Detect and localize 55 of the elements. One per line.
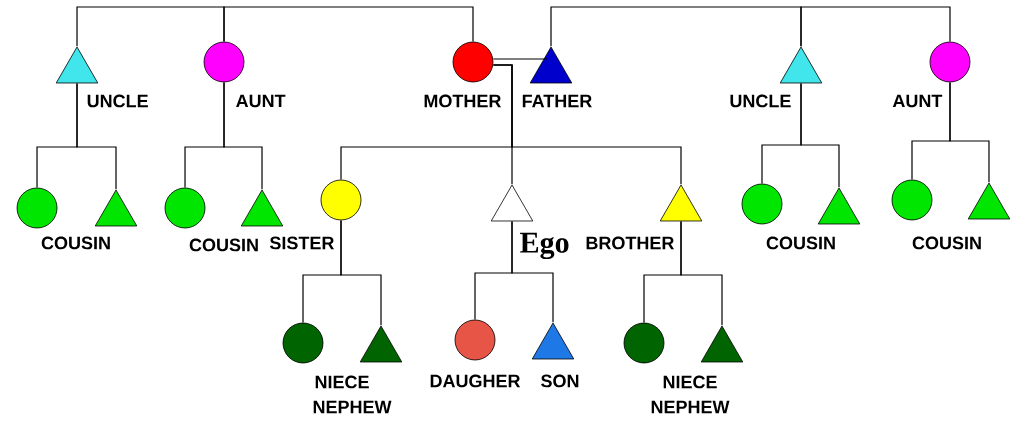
triangle-symbol [359,325,403,363]
triangle-symbol [490,184,534,222]
triangle-symbol [700,325,744,363]
triangle-symbol [779,46,823,84]
kinship-line [76,6,225,47]
triangle-symbol [531,322,575,360]
circle-symbol [454,319,496,361]
circle-symbol [929,41,971,83]
relative-label: MOTHER [424,94,502,108]
relative-label: SON [541,374,579,388]
relative-label: SISTER [269,236,335,250]
circle-symbol [164,187,206,229]
triangle-symbol [659,184,703,222]
circle-symbol [623,322,665,364]
ego-label: Ego [520,232,569,260]
relative-label: COUSIN [766,236,835,250]
kinship-line [550,6,802,47]
kinship-line [800,6,951,47]
relative-label: COUSIN [41,236,110,250]
relative-label: NEPHEW [651,400,730,414]
kinship-line [492,58,548,60]
relative-label: DAUGHER [430,374,521,388]
relative-label: AUNT [236,94,286,108]
kinship-line [223,81,263,190]
circle-symbol [282,322,324,364]
relative-label: UNCLE [87,94,148,108]
circle-symbol [741,183,783,225]
kinship-line [340,219,382,326]
relative-label: BROTHER [586,236,675,250]
kinship-line [223,6,474,43]
kinship-line [680,220,723,326]
kinship-line [511,220,554,323]
relative-label: NIECE [315,375,369,389]
relative-label: NEPHEW [313,400,392,414]
relative-label: AUNT [892,94,943,108]
circle-symbol [891,179,933,221]
relative-label: COUSIN [912,236,981,250]
kinship-line [492,64,682,185]
relative-label: UNCLE [730,94,791,108]
triangle-symbol [967,182,1011,220]
triangle-symbol [817,187,861,225]
relative-label: FATHER [522,94,592,108]
triangle-symbol [55,46,99,84]
triangle-symbol [240,189,284,227]
relative-label: COUSIN [189,238,258,252]
circle-symbol [452,41,494,83]
circle-symbol [203,41,245,83]
kinship-line [949,81,990,183]
relative-label: NIECE [663,375,717,389]
kinship-line [76,82,117,190]
circle-symbol [16,187,58,229]
triangle-symbol [94,189,138,227]
triangle-symbol [529,46,573,84]
circle-symbol [320,179,362,221]
kinship-line [800,82,840,188]
